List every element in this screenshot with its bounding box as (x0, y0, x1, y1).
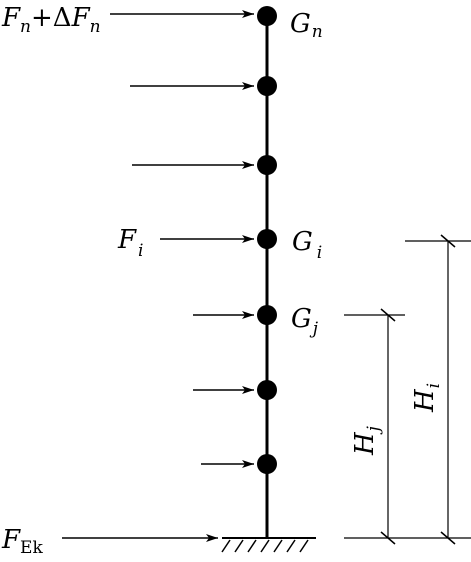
dimension-hi (405, 234, 471, 545)
mass-node-n-2 (257, 155, 277, 175)
force-label-base: FEk (1, 525, 43, 558)
mass-nodes (257, 6, 277, 474)
dimension-label-hi: Hi (410, 383, 444, 413)
dimension-label-hj: Hj (350, 425, 384, 456)
force-label-top: Fn+ΔFn (1, 3, 101, 37)
mass-label-gn: Gn (290, 9, 323, 42)
mass-node-i (257, 229, 277, 249)
mass-node-n-1 (257, 76, 277, 96)
ground-hatch-icon (221, 537, 316, 553)
mass-node-j (257, 305, 277, 325)
mass-label-gj: Gj (291, 304, 319, 339)
mass-node-n (257, 6, 277, 26)
mass-node-3 (257, 380, 277, 400)
mass-node-2 (257, 454, 277, 474)
